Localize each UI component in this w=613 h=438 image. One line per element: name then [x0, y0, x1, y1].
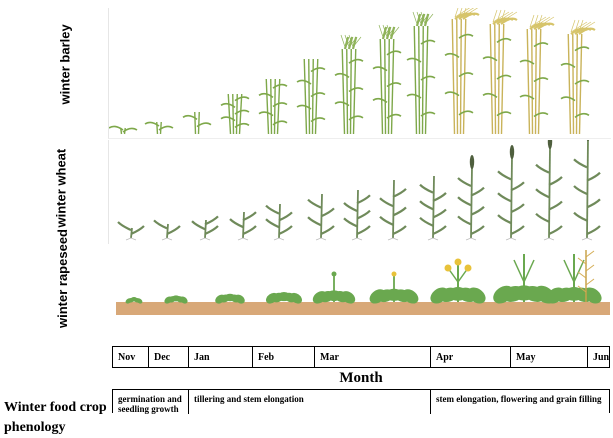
month-nov: Nov	[113, 347, 149, 367]
barley-plant	[221, 94, 249, 134]
wheat-plant	[536, 140, 562, 240]
barley-panel	[108, 8, 611, 139]
month-jan: Jan	[189, 347, 253, 367]
month-dec: Dec	[149, 347, 189, 367]
wheat-plant	[266, 204, 292, 240]
row-label-wheat: winter wheat	[54, 158, 69, 228]
wheat-plant	[574, 140, 600, 240]
row-label-barley-text: winter barley	[58, 35, 73, 105]
row-label-rapeseed-text: winter rapeseed	[55, 243, 70, 328]
rapeseed-plant	[427, 259, 488, 307]
rapeseed-panel	[108, 246, 610, 342]
stage-tillering: tillering and stem elongation	[189, 390, 431, 414]
barley-plant	[373, 25, 401, 134]
month-feb: Feb	[253, 347, 315, 367]
wheat-plant	[498, 145, 524, 240]
barley-plant	[109, 126, 137, 134]
barley-plant	[297, 59, 325, 134]
wheat-panel	[108, 140, 611, 244]
rapeseed-plant	[367, 272, 421, 307]
row-label-barley: winter barley	[58, 35, 73, 105]
wheat-plant	[154, 220, 180, 240]
wheat-plant	[192, 216, 218, 240]
barley-plant	[520, 15, 554, 134]
row-label-wheat-text: winter wheat	[54, 158, 69, 228]
phenology-table: germination and seedling growth tillerin…	[112, 389, 610, 413]
soil-band	[116, 302, 610, 315]
stage-flowering: stem elongation, flowering and grain fil…	[431, 390, 609, 414]
rapeseed-plant	[310, 272, 357, 307]
wheat-plant	[458, 155, 484, 240]
phenology-label: Winter food crop phenology	[4, 398, 114, 438]
barley-plant	[407, 12, 435, 134]
wheat-growth-illustration	[109, 140, 611, 244]
barley-plant	[445, 8, 479, 134]
barley-plant	[561, 20, 595, 134]
month-apr: Apr	[431, 347, 511, 367]
month-mar: Mar	[315, 347, 431, 367]
axis-title: Month	[112, 370, 610, 387]
wheat-plant	[118, 222, 144, 240]
stage-germination: germination and seedling growth	[113, 390, 189, 414]
wheat-plant	[308, 194, 334, 240]
month-axis: Nov Dec Jan Feb Mar Apr May Jun	[112, 346, 610, 368]
wheat-plant	[230, 212, 256, 240]
barley-plant	[483, 10, 517, 134]
wheat-plant	[344, 190, 370, 240]
rapeseed-plant	[543, 254, 604, 307]
barley-plant	[335, 35, 363, 134]
rapeseed-growth-illustration	[108, 246, 610, 342]
month-may: May	[511, 347, 588, 367]
wheat-plant	[380, 180, 406, 240]
barley-growth-illustration	[109, 8, 611, 138]
barley-plant	[259, 79, 287, 134]
barley-plant	[145, 122, 173, 134]
month-jun: Jun	[588, 347, 609, 367]
wheat-plant	[420, 176, 446, 240]
row-label-rapeseed: winter rapeseed	[55, 243, 70, 328]
barley-plant	[183, 112, 211, 134]
